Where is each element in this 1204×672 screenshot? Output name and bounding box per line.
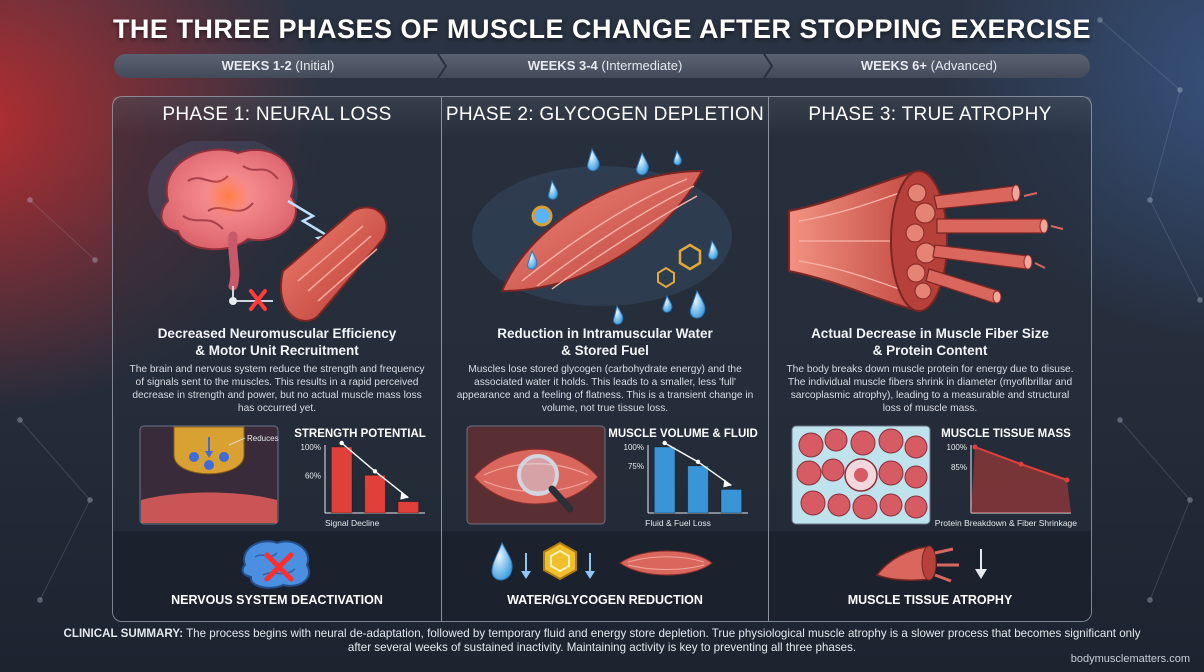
water-glycogen-icons: [491, 541, 713, 581]
chart-title: STRENGTH POTENTIAL: [294, 428, 426, 440]
chart-caption: Protein Breakdown & Fiber Shrinkage: [935, 518, 1077, 528]
muscle-water-illustration: [472, 147, 732, 325]
phase-title: PHASE 1: NEURAL LOSS: [113, 97, 441, 137]
subtitle-line: Reduction in Intramuscular Water: [497, 326, 713, 341]
chart-volume: MUSCLE VOLUME & FLUID Fluid & Fuel Loss …: [608, 428, 758, 528]
timeline-stage: (Advanced): [930, 58, 998, 73]
arrow-down-icon: [975, 569, 987, 579]
timeline-weeks: WEEKS 6+: [860, 58, 927, 73]
chart-bar: [397, 501, 420, 514]
chart-bar: [653, 446, 676, 514]
trend-arrow: [400, 491, 409, 500]
subtitle-line: & Protein Content: [872, 343, 988, 358]
subtitle-line: Decreased Neuromuscular Efficiency: [157, 326, 397, 341]
page-title: THE THREE PHASES OF MUSCLE CHANGE AFTER …: [112, 14, 1092, 44]
mini-label: Reduces: [247, 434, 279, 443]
chart-tissue-mass: MUSCLE TISSUE MASS Protein Breakdown & F…: [935, 428, 1077, 528]
chart-point: [1018, 461, 1024, 467]
phase-footer: MUSCLE TISSUE ATROPHY: [769, 531, 1091, 621]
magnified-muscle-illustration: [466, 425, 606, 525]
chevron-right-icon: [437, 54, 447, 78]
y-tick-label: 75%: [628, 462, 644, 471]
phase-footer: NERVOUS SYSTEM DEACTIVATION: [113, 531, 441, 621]
trend-arrow: [723, 479, 732, 488]
summary-text: The process begins with neural de-adapta…: [186, 627, 1141, 654]
column-divider: [441, 97, 442, 621]
chart-bar: [364, 474, 386, 514]
chevron-right-icon: [763, 54, 773, 78]
phase-title: PHASE 3: TRUE ATROPHY: [769, 97, 1091, 137]
phase-2-column: PHASE 2: GLYCOGEN DEPLETION: [442, 97, 768, 621]
muscle-cross-section-illustration: [791, 425, 931, 525]
phase-subtitle: Reduction in Intramuscular Water & Store…: [442, 325, 768, 359]
trend-point: [339, 440, 344, 446]
subtitle-line: & Motor Unit Recruitment: [195, 343, 359, 358]
chart-point: [972, 444, 978, 450]
timeline-segment-2: WEEKS 3-4 (Intermediate): [442, 54, 768, 78]
phase-footer-label: WATER/GLYCOGEN REDUCTION: [507, 593, 703, 607]
subtitle-line: Actual Decrease in Muscle Fiber Size: [811, 326, 1049, 341]
clinical-summary: CLINICAL SUMMARY: The process begins wit…: [60, 627, 1144, 655]
phase-3-column: PHASE 3: TRUE ATROPHY: [769, 97, 1091, 621]
muscle-icon: [619, 550, 713, 576]
chart-bar: [687, 465, 709, 514]
phase-description: The brain and nervous system reduce the …: [129, 364, 425, 414]
phase-1-column: PHASE 1: NEURAL LOSS: [113, 97, 441, 621]
muscle-fiber-atrophy-illustration: [788, 169, 1064, 313]
chart-bar: [720, 489, 743, 514]
y-tick-label: 100%: [947, 443, 967, 452]
chart-area: [971, 447, 1071, 513]
trend-point: [695, 459, 701, 465]
phase-footer-label: MUSCLE TISSUE ATROPHY: [847, 593, 1013, 607]
timeline-segment-3: WEEKS 6+ (Advanced): [768, 54, 1090, 78]
site-credit: bodymusclematters.com: [1070, 653, 1190, 665]
synapse-illustration: Reduces: [139, 425, 279, 525]
chart-bar: [330, 446, 353, 514]
phase-description: The body breaks down muscle protein for …: [786, 364, 1074, 414]
timeline-stage: (Initial): [295, 58, 335, 73]
chart-caption: Fluid & Fuel Loss: [645, 518, 711, 528]
atrophy-icons: [875, 545, 987, 583]
chart-point: [1064, 477, 1070, 483]
chart-title: MUSCLE VOLUME & FLUID: [608, 428, 758, 440]
phase-footer-label: NERVOUS SYSTEM DEACTIVATION: [171, 593, 383, 607]
brain-blocked-icon: [241, 540, 310, 589]
glycogen-hexagon-icon: [543, 541, 577, 581]
y-tick-label: 100%: [301, 443, 321, 452]
timeline-stage: (Intermediate): [601, 58, 683, 73]
phase-subtitle: Decreased Neuromuscular Efficiency & Mot…: [113, 325, 441, 359]
timeline-weeks: WEEKS 3-4: [527, 58, 598, 73]
timeline-segment-1: WEEKS 1-2 (Initial): [114, 54, 442, 78]
trend-point: [662, 440, 667, 446]
y-tick-label: 100%: [624, 443, 644, 452]
phase-description: Muscles lose stored glycogen (carbohydra…: [456, 364, 754, 414]
summary-label: CLINICAL SUMMARY:: [63, 627, 184, 640]
column-divider: [768, 97, 769, 621]
y-tick-label: 85%: [951, 463, 967, 472]
chart-caption: Signal Decline: [325, 518, 380, 528]
water-drop-icon: [491, 541, 513, 581]
phases-panel: PHASE 1: NEURAL LOSS: [112, 96, 1092, 622]
phase-title: PHASE 2: GLYCOGEN DEPLETION: [442, 97, 768, 137]
phase-footer: WATER/GLYCOGEN REDUCTION: [442, 531, 768, 621]
subtitle-line: & Stored Fuel: [561, 343, 649, 358]
timeline-bar: WEEKS 1-2 (Initial) WEEKS 3-4 (Intermedi…: [114, 54, 1090, 78]
chart-title: MUSCLE TISSUE MASS: [941, 428, 1071, 440]
timeline-weeks: WEEKS 1-2: [221, 58, 292, 73]
chart-strength: STRENGTH POTENTIAL Signal Decline 100% 60…: [294, 428, 426, 528]
y-tick-label: 60%: [305, 471, 321, 480]
trend-point: [372, 469, 378, 474]
brain-muscle-illustration: [148, 141, 388, 322]
phase-subtitle: Actual Decrease in Muscle Fiber Size & P…: [769, 325, 1091, 359]
